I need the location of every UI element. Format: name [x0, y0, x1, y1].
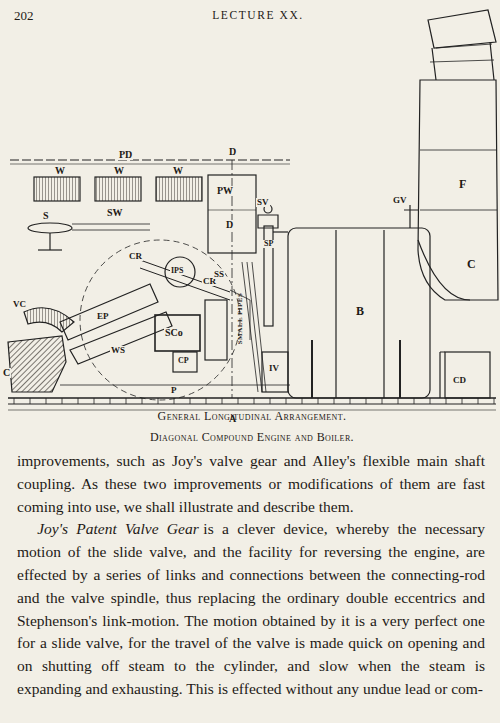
part-label: CP: [177, 357, 190, 365]
body-text: improvements, such as Joy's valve gear a…: [17, 450, 485, 701]
part-label: C: [2, 368, 11, 378]
part-label: CD: [452, 376, 467, 385]
part-label: SCo: [164, 328, 184, 338]
part-label: SW: [106, 208, 124, 218]
part-label: WS: [110, 346, 126, 355]
part-label: PD: [118, 150, 133, 160]
part-label: F: [458, 178, 467, 190]
part-label: D: [225, 220, 234, 230]
figure-caption: General Longitudinal Arrangement. Diagon…: [144, 406, 360, 448]
part-label: C: [466, 258, 477, 270]
hull-frames: [14, 398, 494, 404]
part-label: GV: [392, 196, 408, 205]
part-label: SMALL PIPES: [237, 291, 244, 345]
line-work: [8, 10, 498, 410]
part-label: SP: [263, 240, 274, 248]
part-label: PW: [216, 186, 234, 196]
body-paragraph: improvements, such as Joy's valve gear a…: [17, 450, 485, 518]
part-label: W: [172, 166, 184, 176]
running-head: LECTURE XX.: [212, 10, 304, 22]
body-text-run: is a clever device, whereby the necessar…: [17, 520, 485, 697]
part-label: CR: [128, 252, 143, 261]
part-label: P: [170, 386, 178, 395]
part-label: VC: [12, 300, 27, 309]
part-label: D: [228, 147, 237, 157]
part-label: S: [42, 211, 50, 221]
italic-heading: Joy's Patent Valve Gear: [37, 520, 199, 537]
body-paragraph: Joy's Patent Valve Gearis a clever devic…: [17, 518, 485, 700]
part-label: EP: [96, 312, 110, 321]
part-label: W: [113, 166, 125, 176]
part-label: IPS: [170, 267, 184, 275]
part-label: B: [355, 305, 365, 317]
part-label: W: [54, 166, 66, 176]
part-label: SV: [256, 198, 270, 207]
page-number: 202: [14, 9, 34, 22]
part-label: SS: [213, 270, 225, 279]
part-label: IV: [268, 364, 280, 373]
